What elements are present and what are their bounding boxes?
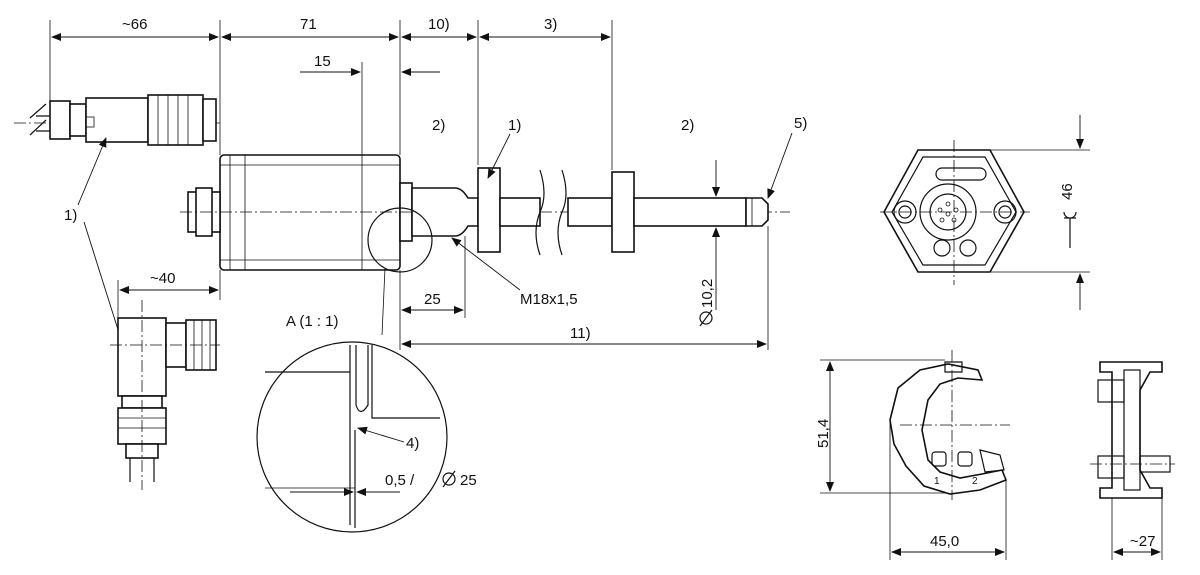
dim-clip-height: 51,4 bbox=[815, 419, 832, 448]
thread-dims: 25 11) M18x1,5 bbox=[399, 226, 769, 350]
detail-a-view: 0,5 / 25 4) bbox=[256, 341, 477, 533]
dim-housing-length: 71 bbox=[300, 16, 317, 33]
clip-pin-1: 1 bbox=[934, 476, 940, 487]
callout-2-left: 2) bbox=[432, 117, 445, 134]
callout-4: 4) bbox=[406, 435, 419, 452]
dim-clip-depth: ~27 bbox=[1130, 533, 1155, 550]
dim-note-3: 3) bbox=[544, 16, 557, 33]
callout-1-left: 1) bbox=[64, 207, 77, 224]
dim-height-46: 46 bbox=[1059, 183, 1076, 200]
dim-rod-length: 11) bbox=[570, 325, 591, 342]
detail-a-label: A (1 : 1) bbox=[286, 313, 339, 330]
sensor-housing bbox=[180, 154, 790, 271]
clip-pin-2: 2 bbox=[972, 476, 978, 487]
angled-cable-connector: ~40 bbox=[110, 270, 221, 490]
dim-clip-width: 45,0 bbox=[930, 533, 959, 550]
dim-offset-15: 15 bbox=[314, 53, 331, 70]
thread-label: M18x1,5 bbox=[520, 291, 578, 308]
dim-note-10: 10) bbox=[428, 16, 450, 33]
callout-5: 5) bbox=[794, 115, 807, 132]
rod-diameter-dim: 10,2 bbox=[699, 160, 725, 327]
dim-angle-length: ~40 bbox=[150, 270, 175, 287]
dim-cable-length: ~66 bbox=[122, 16, 147, 33]
top-dimension-chain: ~66 71 10) 3) 15 bbox=[49, 16, 613, 170]
callout-1-right: 1) bbox=[508, 117, 521, 134]
dim-rod-diameter: 10,2 bbox=[699, 279, 716, 308]
dim-thread-length: 25 bbox=[424, 291, 441, 308]
flange-front-view: 46 bbox=[880, 115, 1090, 310]
straight-cable-connector bbox=[14, 94, 220, 146]
dim-gap-diameter: 25 bbox=[460, 472, 477, 489]
detail-a-marker bbox=[367, 207, 433, 273]
clip-front-view: 51,4 1 2 45,0 bbox=[815, 350, 1010, 560]
callout-2-right: 2) bbox=[681, 117, 694, 134]
dim-gap: 0,5 / bbox=[385, 472, 415, 489]
clip-side-view: ~27 bbox=[1090, 361, 1175, 560]
sensor-rod bbox=[411, 167, 769, 256]
